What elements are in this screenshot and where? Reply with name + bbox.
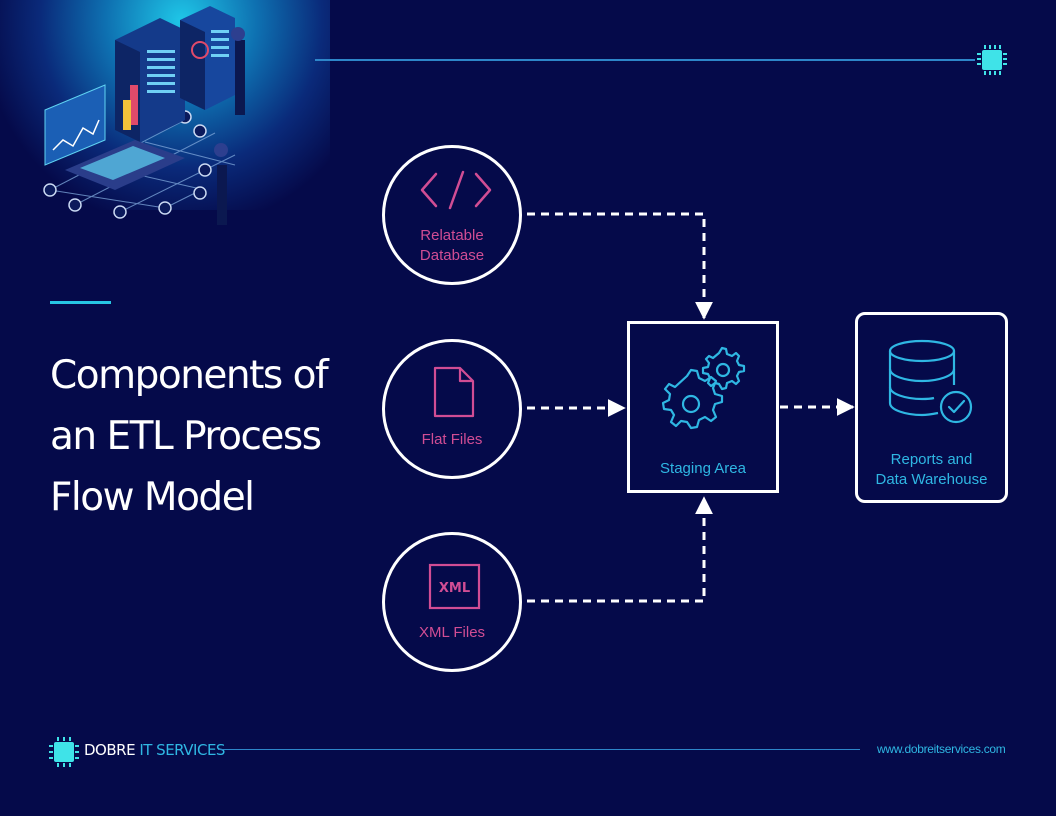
bottom-divider	[218, 749, 860, 750]
source-node-flat-files	[382, 339, 522, 479]
source-node-xml-files	[382, 532, 522, 672]
title-line-3: Flow Model	[50, 475, 255, 520]
reports-warehouse-node	[855, 312, 1008, 503]
file-icon	[433, 366, 475, 418]
connector-xml-to-staging	[527, 496, 713, 603]
source-label-relatable-database: Relatable Database	[419, 227, 485, 264]
staging-area-node	[627, 321, 779, 493]
xml-icon-text: XML	[439, 581, 470, 596]
connector-database-to-staging	[527, 212, 713, 320]
gears-icon	[661, 346, 746, 430]
chip-icon	[977, 45, 1007, 75]
xml-icon: XML	[428, 563, 481, 610]
title-accent-dash	[50, 301, 111, 304]
source-label-flat-files: Flat Files	[421, 431, 483, 448]
server-illustration	[43, 6, 245, 225]
page-title: Components of an ETL Process Flow Model	[50, 345, 340, 528]
title-line-1: Components of	[50, 353, 329, 398]
database-check-icon	[888, 339, 973, 424]
code-icon	[420, 170, 492, 210]
brand-name: DOBRE IT SERVICES	[84, 741, 225, 759]
source-label-xml-files: XML Files	[418, 624, 486, 641]
website-url: www.dobreitservices.com	[877, 742, 1006, 756]
brand-chip-icon	[49, 737, 79, 767]
reports-warehouse-label: Reports and Data Warehouse	[875, 451, 988, 488]
title-line-2: an ETL Process	[50, 414, 322, 459]
source-node-relatable-database	[382, 145, 522, 285]
top-divider	[315, 59, 975, 61]
staging-area-label: Staging Area	[660, 460, 746, 477]
